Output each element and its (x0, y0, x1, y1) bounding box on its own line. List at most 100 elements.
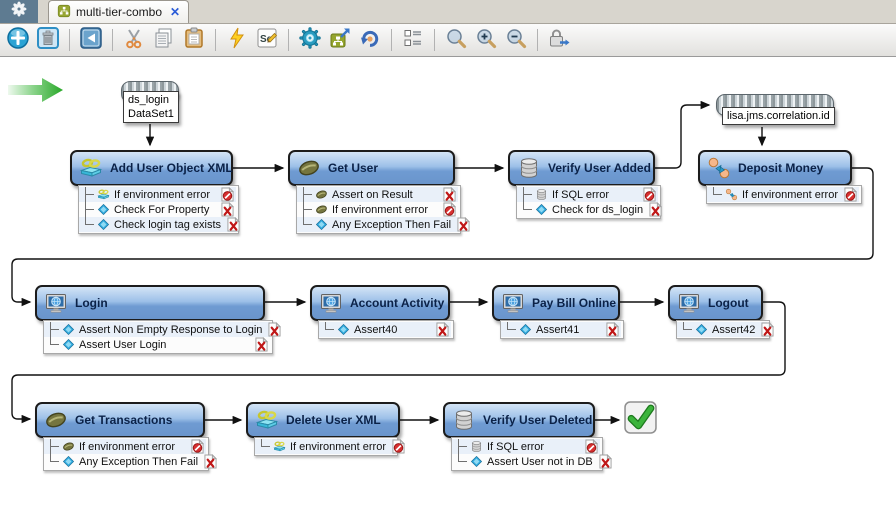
toolbar-run-lightning-button[interactable] (223, 26, 251, 54)
step-node[interactable]: Pay Bill Online Assert41 (492, 285, 624, 339)
toolbar-add-button[interactable] (4, 26, 32, 54)
toolbar-paste-button[interactable] (180, 26, 208, 54)
toolbar-selenium-edit-button[interactable]: Se (253, 26, 281, 54)
block-badge[interactable] (215, 187, 234, 202)
assertion-row[interactable]: Assert User not in DB (452, 454, 612, 469)
toolbar-properties-list-button[interactable] (399, 26, 427, 54)
step-header[interactable]: Pay Bill Online (492, 285, 620, 321)
step-header[interactable]: Get Transactions (35, 402, 205, 438)
assertion-label: Assert Non Empty Response to Login (79, 323, 263, 336)
x-badge[interactable] (262, 322, 282, 337)
diamond-icon (315, 218, 328, 231)
x-badge[interactable] (215, 202, 234, 217)
step-node[interactable]: Get Transactions If environment error An… (35, 402, 218, 471)
tab-close-icon[interactable]: ✕ (170, 5, 181, 19)
step-node[interactable]: Add User Object XML If environment error… (70, 150, 240, 234)
step-node[interactable]: Delete User XML If environment error (246, 402, 405, 456)
toolbar-cut-button[interactable] (120, 26, 148, 54)
tab-multi-tier-combo[interactable]: multi-tier-combo ✕ (48, 0, 190, 23)
assertion-row[interactable]: Assert41 (501, 322, 621, 337)
step-header[interactable]: Verify User Added (508, 150, 655, 186)
toolbar-zoom-in-button[interactable] (472, 26, 500, 54)
step-header[interactable]: Verify User Deleted (443, 402, 595, 438)
block-badge[interactable] (637, 187, 656, 202)
toolbar-undo-button[interactable] (356, 26, 384, 54)
step-header[interactable]: Get User (288, 150, 455, 186)
assertion-row[interactable]: Any Exception Then Fail (44, 454, 218, 469)
assertion-row[interactable]: If environment error (44, 439, 206, 454)
block-badge[interactable] (579, 439, 598, 454)
toolbar-copy-button[interactable] (150, 26, 178, 54)
toolbar-separator (112, 29, 113, 51)
assertion-row[interactable]: Assert42 (677, 322, 775, 337)
assertion-row[interactable]: Assert User Login (44, 337, 270, 352)
assertion-row[interactable]: Assert40 (319, 322, 451, 337)
assertion-label: Check login tag exists (114, 218, 221, 231)
step-header[interactable]: Delete User XML (246, 402, 400, 438)
block-badge[interactable] (437, 202, 456, 217)
step-title: Verify User Deleted (483, 413, 593, 427)
step-node[interactable]: Logout Assert42 (668, 285, 775, 339)
assertion-row[interactable]: If SQL error (517, 187, 658, 202)
x-badge[interactable] (593, 454, 612, 469)
step-header[interactable]: Logout (668, 285, 763, 321)
toolbar-export-lock-button[interactable] (545, 26, 573, 54)
x-badge[interactable] (643, 202, 663, 217)
toolbar-export-model-button[interactable] (326, 26, 354, 54)
step-node[interactable]: Login Assert Non Empty Response to Login… (35, 285, 282, 354)
x-badge[interactable] (437, 187, 456, 202)
assertion-row[interactable]: Check For Property (79, 202, 236, 217)
step-node[interactable]: Verify User Added If SQL error Check for… (508, 150, 663, 219)
assertion-row[interactable]: If environment error (255, 439, 405, 454)
assertion-row[interactable]: Any Exception Then Fail (297, 217, 471, 232)
step-header[interactable]: Login (35, 285, 265, 321)
step-header[interactable]: Deposit Money (698, 150, 852, 186)
block-badge[interactable] (838, 187, 857, 202)
app-home-button[interactable] (0, 0, 38, 23)
step-title: Get User (328, 161, 379, 175)
assertion-row[interactable]: Assert Non Empty Response to Login (44, 322, 282, 337)
assertion-row[interactable]: Assert on Result (297, 187, 458, 202)
step-title: Delete User XML (286, 413, 381, 427)
assertion-row[interactable]: If environment error (707, 187, 859, 202)
x-badge[interactable] (249, 337, 268, 352)
block-badge[interactable] (386, 439, 405, 454)
toolbar-settings-gear-button[interactable] (296, 26, 324, 54)
assertion-row[interactable]: Check login tag exists (79, 217, 240, 232)
zoom-out-icon (504, 26, 528, 55)
assertion-panel: If SQL error Check for ds_login (516, 185, 663, 219)
toolbar-zoom-out-button[interactable] (502, 26, 530, 54)
jms-icon (725, 188, 738, 201)
toolbar-zoom-button[interactable] (442, 26, 470, 54)
success-end-marker[interactable] (624, 401, 657, 439)
assertion-row[interactable]: If SQL error (452, 439, 600, 454)
toolbar-delete-button[interactable] (34, 26, 62, 54)
x-badge[interactable] (221, 217, 240, 232)
step-node[interactable]: Deposit Money If environment error (698, 150, 862, 204)
diamond-icon (62, 455, 75, 468)
step-node[interactable]: Verify User Deleted If SQL error Assert … (443, 402, 612, 471)
step-header[interactable]: Add User Object XML (70, 150, 233, 186)
step-node[interactable]: Get User Assert on Result If environment… (288, 150, 471, 234)
jms-correlation-dataset-label[interactable]: lisa.jms.correlation.id (722, 107, 835, 125)
diamond-icon (519, 323, 532, 336)
block-badge[interactable] (185, 439, 204, 454)
x-badge[interactable] (451, 217, 471, 232)
x-badge[interactable] (755, 322, 775, 337)
assertion-panel: If environment error (706, 185, 862, 204)
x-badge[interactable] (600, 322, 619, 337)
assertion-row[interactable]: If environment error (297, 202, 458, 217)
x-badge[interactable] (198, 454, 218, 469)
assertion-row[interactable]: Check for ds_login (517, 202, 663, 217)
step-node[interactable]: Account Activity Assert40 (310, 285, 454, 339)
diamond-icon (97, 203, 110, 216)
connector-lines (11, 100, 874, 425)
x-badge[interactable] (430, 322, 449, 337)
step-header[interactable]: Account Activity (310, 285, 450, 321)
toolbar-back-button[interactable] (77, 26, 105, 54)
assertion-label: Assert40 (354, 323, 398, 336)
assertion-row[interactable]: If environment error (79, 187, 236, 202)
web-browser-icon (44, 291, 68, 315)
